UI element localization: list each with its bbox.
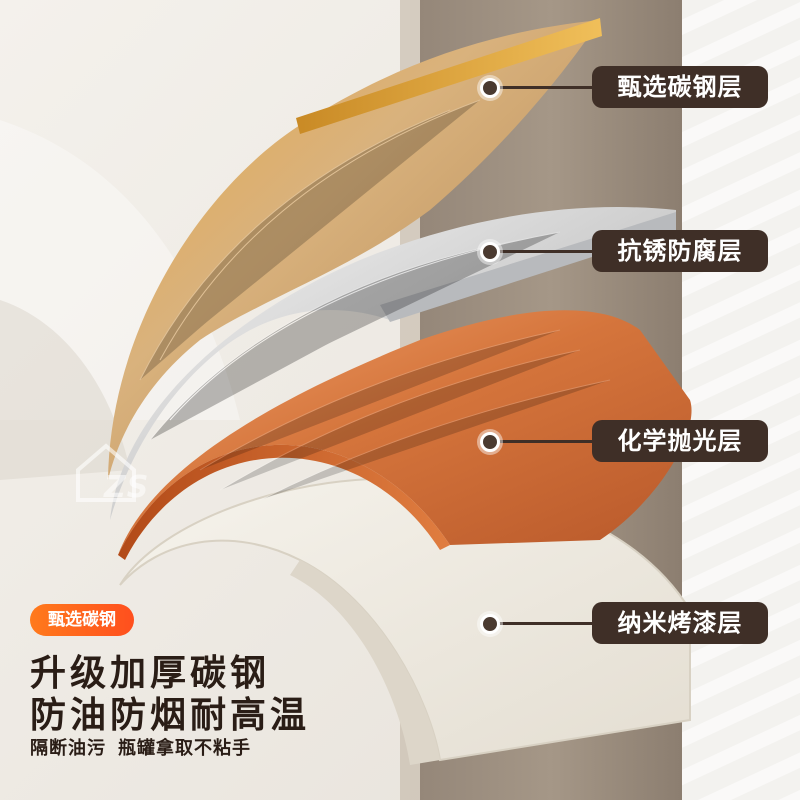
headline-line-2: 防油防烟耐高温 (30, 695, 311, 736)
callout-marker-1 (480, 78, 500, 98)
sub-tagline-part-2: 瓶罐拿取不粘手 (118, 738, 251, 759)
headline-line-1: 升级加厚碳钢 (30, 653, 271, 694)
layer-label-carbon-steel: 甄选碳钢层 (592, 66, 768, 108)
connector-line-4 (496, 622, 592, 625)
sub-tagline: 隔断油污瓶罐拿取不粘手 (30, 734, 251, 760)
brand-watermark: ZS (104, 470, 150, 505)
callout-marker-3 (480, 432, 500, 452)
layer-label-anti-rust: 抗锈防腐层 (592, 230, 768, 272)
connector-line-1 (496, 86, 592, 89)
feature-badge: 甄选碳钢 (30, 604, 134, 636)
connector-line-2 (496, 250, 592, 253)
layer-label-chemical-polish: 化学抛光层 (592, 420, 768, 462)
sub-tagline-part-1: 隔断油污 (30, 738, 106, 759)
callout-marker-4 (480, 614, 500, 634)
connector-line-3 (496, 440, 592, 443)
layer-label-nano-paint: 纳米烤漆层 (592, 602, 768, 644)
callout-marker-2 (480, 242, 500, 262)
